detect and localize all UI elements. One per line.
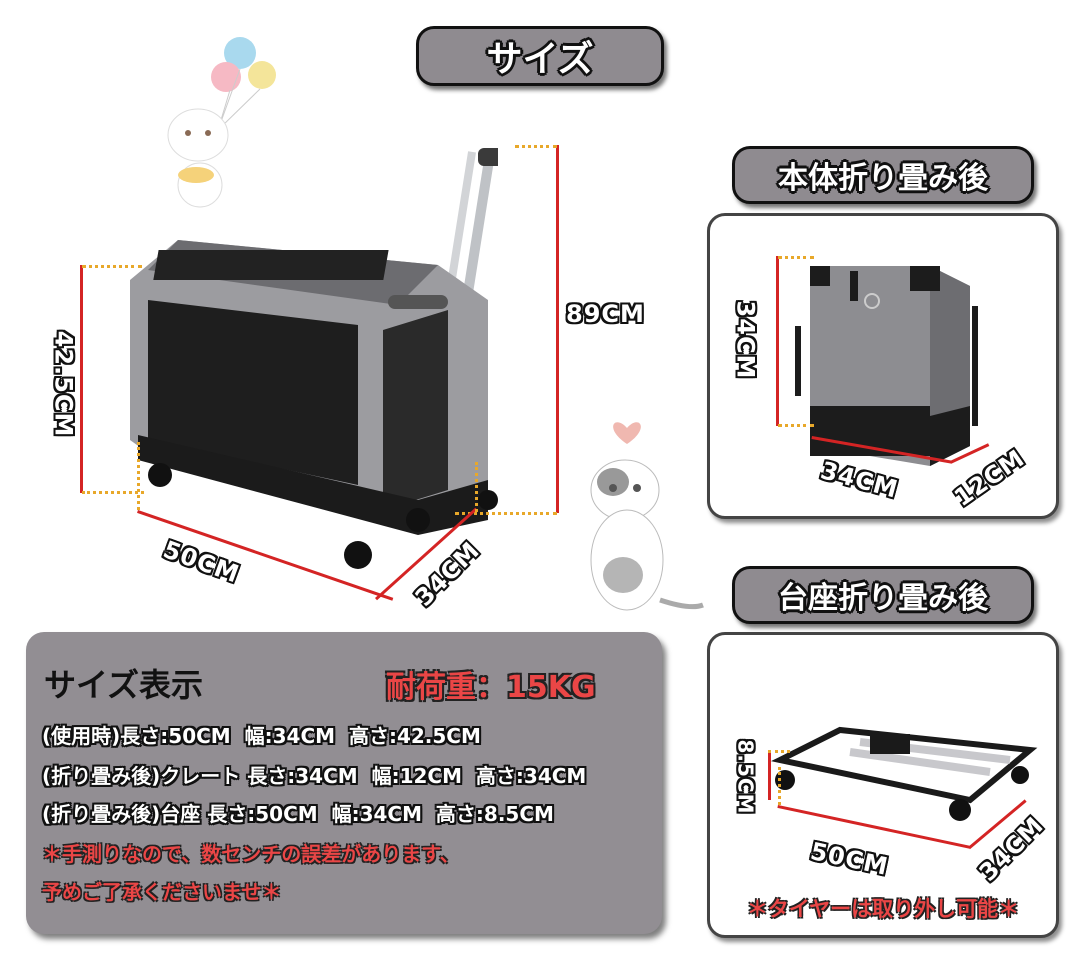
folded-body-title: 本体折り畳み後 bbox=[778, 161, 988, 196]
folded-body-card: 34CM 34CM 12CM bbox=[707, 213, 1059, 519]
height-guide-top bbox=[82, 265, 142, 268]
folded-base-height-label: 8.5CM bbox=[733, 739, 758, 815]
size-info-heading: サイズ表示 bbox=[44, 666, 204, 704]
folded-crate-image bbox=[795, 266, 978, 466]
size-title-banner: サイズ bbox=[416, 26, 664, 86]
pet-carrier-image bbox=[118, 140, 518, 600]
measurement-note-line1: ＊手測りなので、数センチの誤差があります、 bbox=[42, 842, 460, 866]
folded-base-title: 台座折り畳み後 bbox=[778, 581, 988, 616]
folded-body-height-line bbox=[776, 256, 779, 426]
sitting-cat-illustration bbox=[575, 410, 705, 620]
width-guide-right bbox=[475, 462, 478, 512]
spec-row-in-use: (使用時)長さ:50CM 幅:34CM 高さ:42.5CM bbox=[42, 724, 481, 748]
total-height-guide-bottom bbox=[455, 512, 557, 515]
folded-body-guide-bottom bbox=[778, 424, 814, 427]
total-height-label: 89CM bbox=[566, 300, 645, 328]
length-guide-left bbox=[137, 442, 140, 510]
balloon-cat-illustration bbox=[160, 35, 280, 210]
folded-body-guide-top bbox=[778, 256, 814, 259]
height-dimension-line bbox=[80, 265, 83, 493]
height-guide-bottom bbox=[82, 491, 144, 494]
measurement-note-line2: 予めご了承くださいませ＊ bbox=[42, 880, 282, 904]
size-info-panel: サイズ表示 耐荷重：15KG (使用時)長さ:50CM 幅:34CM 高さ:42… bbox=[26, 632, 662, 934]
size-title: サイズ bbox=[486, 39, 594, 80]
spec-row-folded-crate: (折り畳み後)クレート 長さ:34CM 幅:12CM 高さ:34CM bbox=[42, 764, 587, 788]
height-label: 42.5CM bbox=[49, 330, 78, 438]
folded-base-guide-left bbox=[778, 767, 781, 805]
folded-body-banner: 本体折り畳み後 bbox=[732, 146, 1034, 204]
removable-tire-note: ＊タイヤーは取り外し可能＊ bbox=[746, 897, 1020, 921]
folded-base-banner: 台座折り畳み後 bbox=[732, 566, 1034, 624]
total-height-guide-top bbox=[515, 145, 557, 148]
folded-base-guide-top bbox=[768, 750, 790, 753]
load-capacity: 耐荷重：15KG bbox=[386, 670, 596, 705]
folded-body-height-label: 34CM bbox=[731, 300, 760, 380]
total-height-dimension-line bbox=[556, 145, 559, 513]
folded-base-length-label: 50CM bbox=[807, 837, 891, 881]
folded-base-card: 8.5CM 50CM 34CM ＊タイヤーは取り外し可能＊ bbox=[707, 632, 1059, 938]
folded-base-height-line bbox=[768, 750, 771, 800]
spec-row-folded-base: (折り畳み後)台座 長さ:50CM 幅:34CM 高さ:8.5CM bbox=[42, 802, 554, 826]
folded-base-image bbox=[770, 726, 1038, 821]
